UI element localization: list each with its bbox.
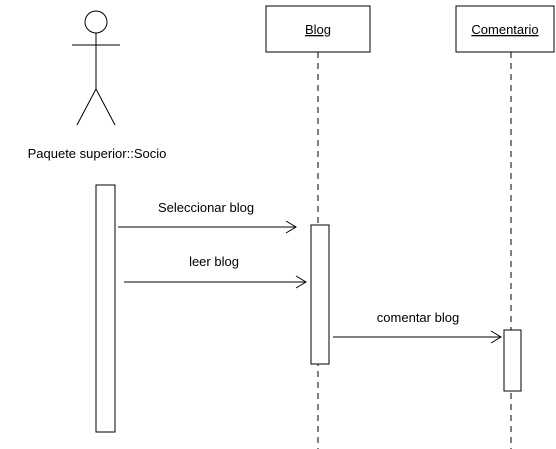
message-seleccionar-blog-arrowhead [285,220,297,234]
lifeline-comentario: Comentario [455,5,555,449]
message-seleccionar-blog-label: Seleccionar blog [158,200,254,215]
activation-bar-blog [310,224,330,365]
actor-figure [72,10,120,126]
lifeline-blog-label: Blog [305,22,331,37]
message-comentar-blog [333,330,502,344]
actor-label: Paquete superior::Socio [28,146,167,161]
actor-head [84,10,108,34]
lifeline-comentario-box [455,5,555,53]
message-leer-blog-label: leer blog [189,254,239,269]
activation-bar-comentario [503,329,522,392]
message-comentar-blog-arrowhead [490,330,502,344]
message-leer-blog-arrowhead [295,275,307,289]
message-leer-blog [124,275,307,289]
actor-right-leg [95,88,116,126]
actor-left-leg [76,88,97,126]
lifeline-blog-box [265,5,371,53]
lifeline-comentario-label: Comentario [471,22,538,37]
activation-bar-socio [95,184,116,433]
message-comentar-blog-label: comentar blog [377,310,459,325]
message-seleccionar-blog [118,220,297,234]
